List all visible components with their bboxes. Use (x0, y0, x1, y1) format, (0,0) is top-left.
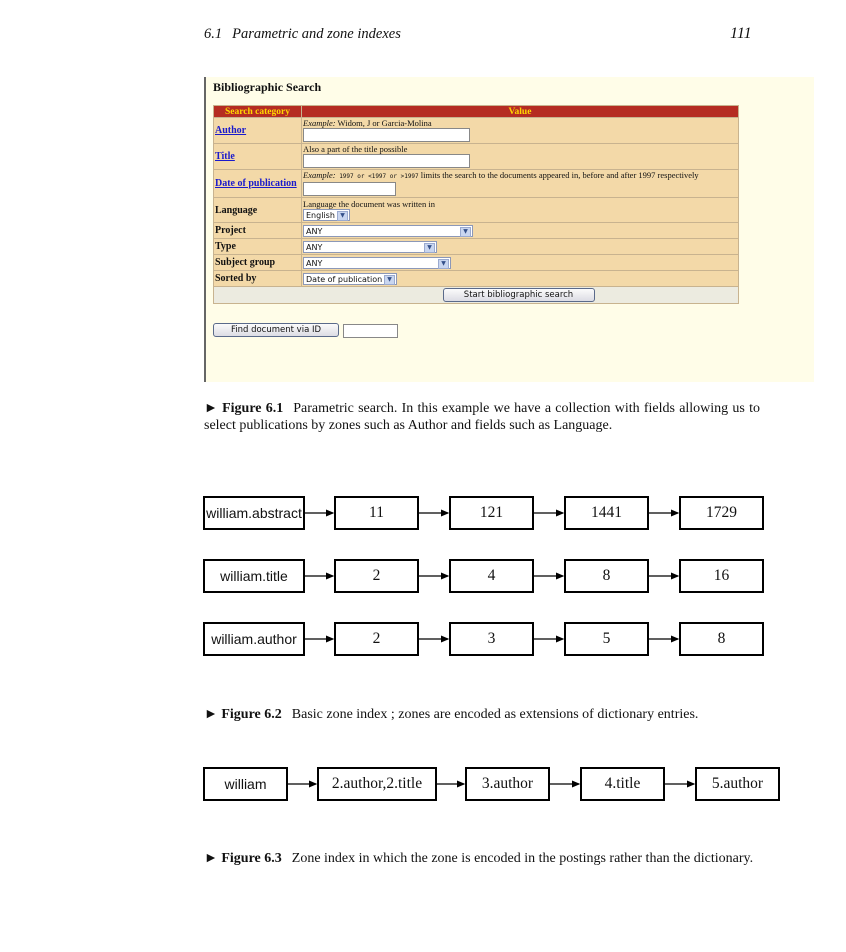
sorted-by-select[interactable]: Date of publication▼ (303, 272, 397, 285)
posting-box: 5.author (695, 767, 780, 801)
section-number: 6.1 (204, 26, 223, 42)
chevron-down-icon: ▼ (460, 226, 471, 237)
date-value-cell: Example: 1997 or <1997 or >1997 limits t… (301, 169, 739, 198)
author-hint: Example: Widom, J or Garcia-Molina (303, 118, 432, 128)
figure-6-3-label: ► Figure 6.3 (204, 851, 282, 866)
posting-box: 3.author (465, 767, 550, 801)
posting-box: 1441 (564, 496, 649, 530)
chevron-down-icon: ▼ (438, 258, 449, 269)
author-link[interactable]: Author (213, 117, 302, 144)
posting-box: 5 (564, 622, 649, 656)
posting-box: 16 (679, 559, 764, 593)
section-title: Parametric and zone indexes (232, 26, 401, 42)
author-input[interactable] (303, 128, 470, 142)
posting-box: 121 (449, 496, 534, 530)
posting-box: 11 (334, 496, 419, 530)
search-form-title: Bibliographic Search (213, 80, 322, 94)
posting-box: 2.author,2.title (317, 767, 437, 801)
subject-group-row: Subject group ANY▼ (213, 254, 739, 271)
date-input[interactable] (303, 182, 396, 196)
posting-box: 8 (679, 622, 764, 656)
posting-box: 8 (564, 559, 649, 593)
bibliographic-search-screenshot: Bibliographic Search Search category Val… (204, 77, 814, 382)
submit-row: Start bibliographic search (213, 286, 739, 304)
sorted-by-value-cell: Date of publication▼ (301, 270, 739, 287)
date-of-publication-link[interactable]: Date of publication (213, 169, 302, 198)
figure-6-2-label: ► Figure 6.2 (204, 707, 282, 722)
running-header: 6.1 Parametric and zone indexes (204, 26, 401, 43)
chevron-down-icon: ▼ (424, 242, 435, 253)
dictionary-term-box: william.abstract (203, 496, 305, 530)
start-search-button[interactable]: Start bibliographic search (442, 288, 595, 302)
submit-cell: Start bibliographic search (213, 286, 739, 304)
chevron-down-icon: ▼ (337, 211, 348, 221)
date-row: Date of publication Example: 1997 or <19… (213, 169, 739, 198)
language-select[interactable]: English▼ (303, 209, 350, 221)
title-row: Title Also a part of the title possible (213, 143, 739, 170)
search-form-table: Search category Value Author Example: Wi… (213, 105, 739, 304)
title-link[interactable]: Title (213, 143, 302, 170)
subject-group-select[interactable]: ANY▼ (303, 256, 451, 269)
title-hint: Also a part of the title possible (303, 144, 408, 154)
title-value-cell: Also a part of the title possible (301, 143, 739, 170)
author-value-cell: Example: Widom, J or Garcia-Molina (301, 117, 739, 144)
dictionary-term-box: william.author (203, 622, 305, 656)
document-id-input[interactable] (343, 324, 398, 338)
figure-6-2-text: Basic zone index ; zones are encoded as … (291, 707, 699, 722)
dictionary-term-box: william (203, 767, 288, 801)
posting-box: 1729 (679, 496, 764, 530)
title-input[interactable] (303, 154, 470, 168)
figure-6-1-text: Parametric search. In this example we ha… (204, 401, 760, 433)
author-row: Author Example: Widom, J or Garcia-Molin… (213, 117, 739, 144)
sorted-by-label: Sorted by (213, 270, 302, 287)
figure-6-3-caption: ► Figure 6.3 Zone index in which the zone… (204, 851, 760, 868)
page-number: 111 (730, 25, 752, 42)
language-hint: Language the document was written in (303, 199, 435, 209)
sorted-by-row: Sorted by Date of publication▼ (213, 270, 739, 287)
dictionary-term-box: william.title (203, 559, 305, 593)
type-label: Type (213, 238, 302, 255)
posting-box: 2 (334, 559, 419, 593)
language-label: Language (213, 197, 302, 223)
figure-6-1-label: ► Figure 6.1 (204, 401, 284, 416)
figure-6-3-text: Zone index in which the zone is encoded … (291, 851, 754, 866)
chevron-down-icon: ▼ (384, 274, 395, 285)
find-document-button[interactable]: Find document via ID (213, 323, 339, 337)
posting-box: 4 (449, 559, 534, 593)
posting-box: 4.title (580, 767, 665, 801)
subject-group-value-cell: ANY▼ (301, 254, 739, 271)
date-hint: Example: 1997 or <1997 or >1997 limits t… (303, 170, 699, 180)
figure-6-2-caption: ► Figure 6.2 Basic zone index ; zones are… (204, 707, 760, 724)
project-select[interactable]: ANY▼ (303, 224, 473, 237)
posting-box: 2 (334, 622, 419, 656)
type-select[interactable]: ANY▼ (303, 240, 437, 253)
posting-box: 3 (449, 622, 534, 656)
